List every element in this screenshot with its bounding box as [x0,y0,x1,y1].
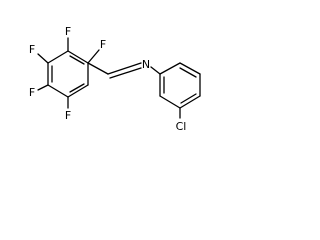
aryl-bond-1 [159,62,181,75]
aryl-bond-4-inner [180,93,197,104]
pentafluorophenyl-ring [47,50,89,98]
aryl-bond-2 [179,62,201,75]
aryl-bond-4 [179,95,201,109]
ring-bond-6 [47,50,69,64]
atom-label-f-left-lower: F [29,86,35,99]
chlorophenyl-ring [159,62,201,109]
ring-bond-4 [47,84,69,98]
aryl-bond-2-inner [179,67,197,78]
atom-label-cl: Cl [176,120,187,133]
ring-bond-1 [67,50,89,64]
ring-bond-1-inner [69,55,85,65]
ring-to-ch-bond [87,62,109,75]
cf-bond-left-lower [37,84,49,91]
ch-n-double-bond-2 [109,67,142,79]
atom-label-f-top: F [65,25,71,38]
imine-linker [87,62,161,79]
aryl-bond-5 [159,95,181,109]
n-to-aryl-bond [150,66,161,75]
ring-bond-3 [67,84,89,98]
atom-label-n-imine: N [142,58,150,71]
atom-label-f-bottom: F [65,109,71,122]
cf-bonds [37,37,100,109]
cf-bond-left-upper [37,53,49,64]
atom-labels: F F F F F N Cl [29,25,187,133]
structure-diagram: F F F F F N Cl [29,25,201,133]
atom-label-f-upper-right: F [100,38,106,51]
atom-label-f-left-upper: F [29,43,35,56]
ring-bond-3-inner [69,83,85,93]
cf-bond-upper-right [87,49,100,64]
ch-n-double-bond-1 [107,62,142,75]
